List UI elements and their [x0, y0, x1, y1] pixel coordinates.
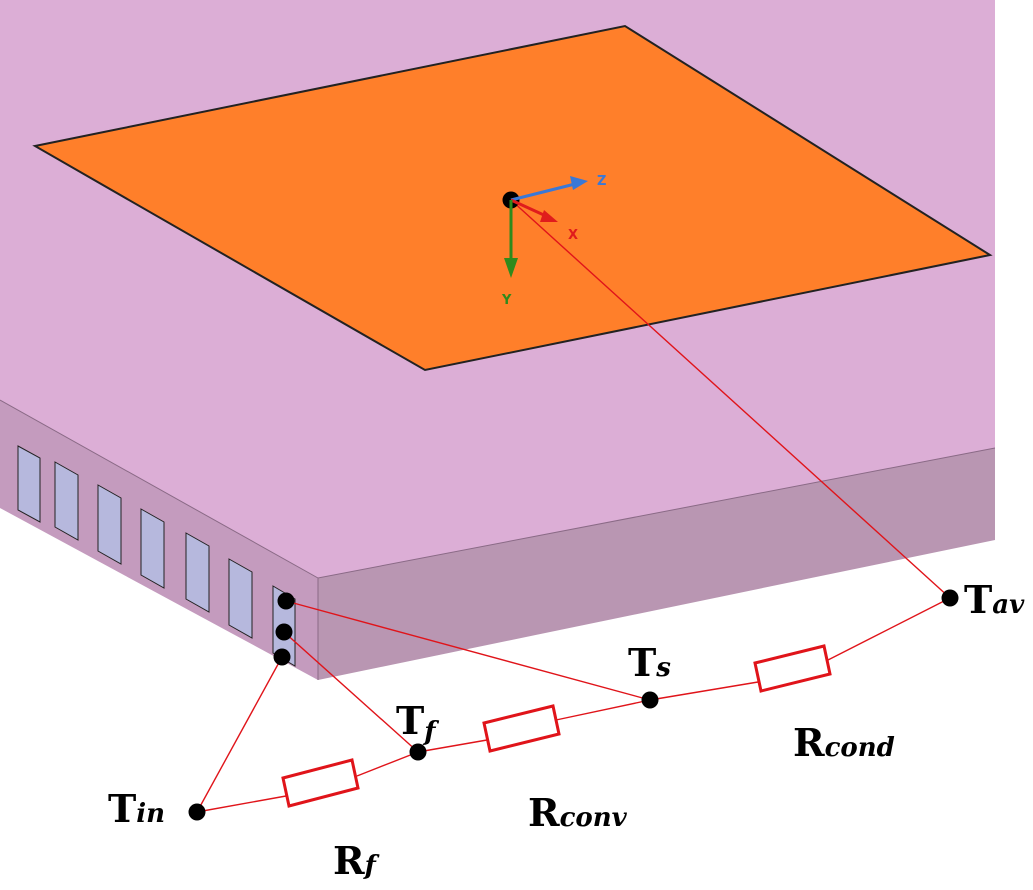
wire-channel-bot-to-tin — [196, 656, 283, 813]
label-tf: Tf — [396, 698, 439, 747]
axis-z-arrow — [570, 176, 588, 190]
chain-wire — [356, 751, 419, 777]
wire-channel-top-to-ts — [285, 600, 651, 701]
wire-channel-mid-to-tf — [283, 631, 419, 753]
connection-wires — [196, 199, 951, 813]
chain-wire — [649, 681, 759, 701]
wire-heater-to-tav — [510, 199, 951, 599]
node-tav — [941, 589, 959, 607]
node-ts — [641, 691, 659, 709]
channel — [17, 445, 41, 523]
axis-x-arrow — [540, 210, 558, 222]
resistor-rconv — [482, 704, 561, 753]
node-channel-top — [277, 592, 295, 610]
resistor-rcond — [753, 644, 832, 693]
axis-x-label: X — [568, 228, 578, 243]
chain-wire — [555, 699, 651, 721]
nodes — [188, 191, 959, 821]
node-tf — [409, 743, 427, 761]
node-channel-mid — [275, 623, 293, 641]
channel — [140, 508, 165, 589]
resistor-chain — [196, 597, 951, 813]
axis-x-line — [510, 198, 547, 218]
label-rcond: Rcond — [793, 720, 895, 765]
channel — [54, 461, 79, 541]
label-tin: Tin — [108, 786, 165, 831]
chain-wire — [827, 597, 951, 661]
label-rf: Rf — [333, 838, 380, 883]
chain-wire — [417, 739, 488, 753]
label-tav: Tav — [964, 577, 1025, 622]
chain-wire — [196, 795, 287, 813]
resistor-rf — [281, 758, 360, 808]
axis-y-arrow — [504, 258, 518, 278]
channel — [228, 558, 253, 639]
label-rconv: Rconv — [528, 790, 628, 835]
channel — [185, 532, 210, 613]
axis-z-line — [510, 182, 576, 202]
axis-triad: Z X Y — [501, 174, 606, 308]
channel — [97, 484, 122, 565]
axis-z-label: Z — [597, 174, 606, 189]
label-ts: Ts — [628, 640, 671, 685]
axis-y-label: Y — [501, 293, 512, 308]
node-tin — [188, 803, 206, 821]
node-channel-bot — [273, 648, 291, 666]
resistor-symbols — [281, 644, 832, 808]
plate-side-face — [318, 448, 995, 680]
